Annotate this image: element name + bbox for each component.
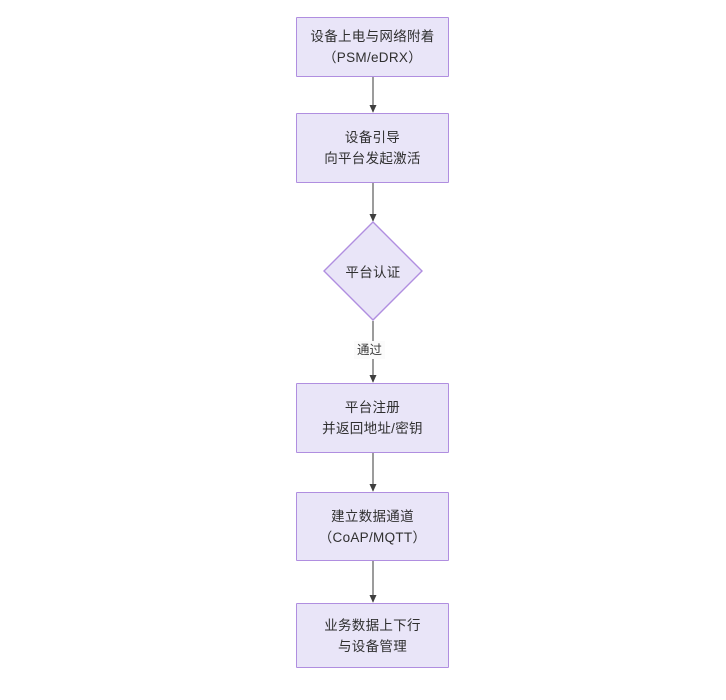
edge-label-pass: 通过	[354, 341, 386, 359]
node-data-channel[interactable]: 建立数据通道 （CoAP/MQTT）	[296, 492, 449, 561]
node-label-line: （CoAP/MQTT）	[318, 529, 427, 545]
node-label-line: 平台注册	[344, 400, 401, 415]
node-label-line: 业务数据上下行	[324, 617, 421, 633]
node-label-line: 平台认证	[345, 265, 401, 280]
node-label-line: 并返回地址/密钥	[322, 421, 423, 436]
node-platform-auth-decision[interactable]: 平台认证	[323, 221, 423, 321]
node-label-line: 设备上电与网络附着	[310, 29, 435, 44]
node-device-bootstrap[interactable]: 设备引导 向平台发起激活	[296, 113, 449, 183]
node-device-power-on[interactable]: 设备上电与网络附着 （PSM/eDRX）	[296, 17, 449, 77]
node-label-line: 建立数据通道	[331, 508, 414, 524]
node-label-line: 向平台发起激活	[324, 151, 421, 166]
node-label-line: 与设备管理	[338, 638, 407, 654]
node-label-line: 设备引导	[344, 130, 401, 145]
diamond-shape	[323, 221, 423, 321]
node-label-line: （PSM/eDRX）	[322, 50, 423, 65]
node-business-data-and-device-management[interactable]: 业务数据上下行 与设备管理	[296, 603, 449, 668]
node-platform-registration[interactable]: 平台注册 并返回地址/密钥	[296, 383, 449, 453]
